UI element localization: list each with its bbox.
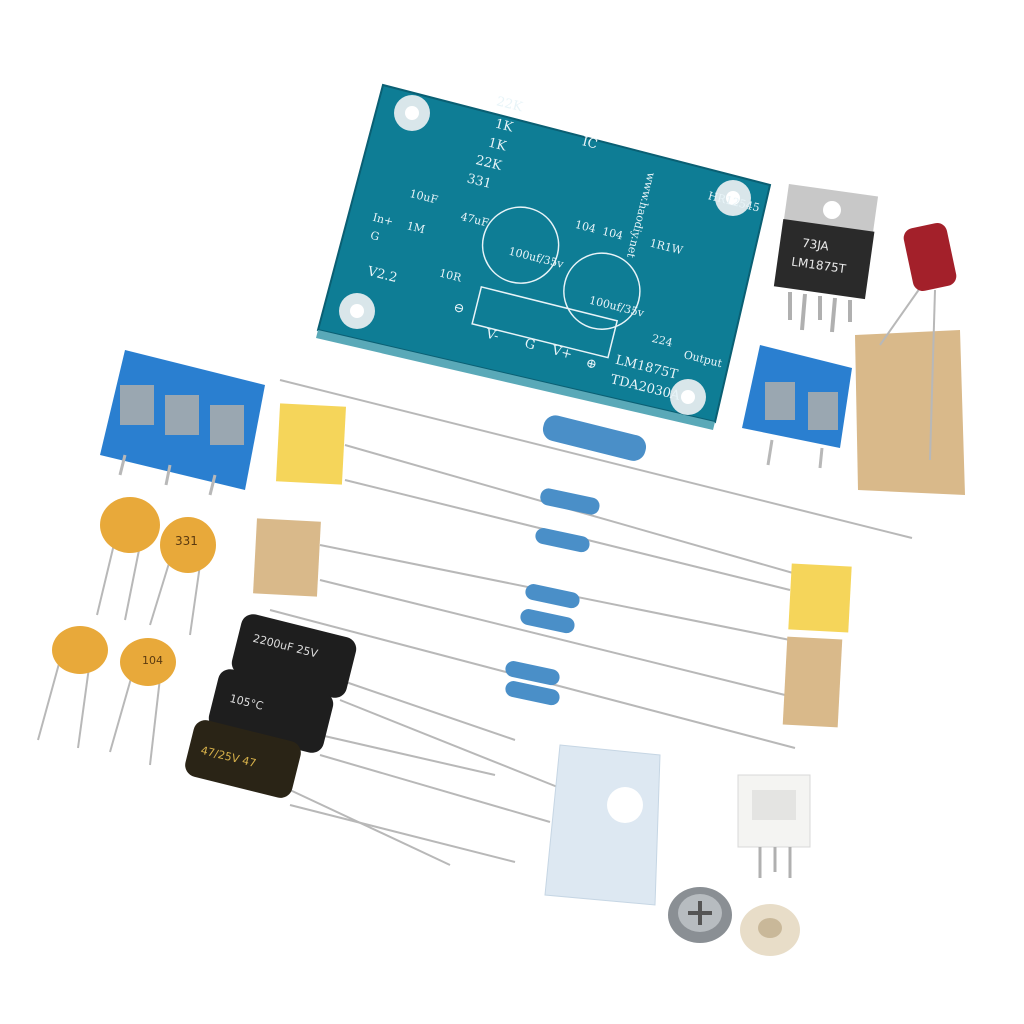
silk-in: In+ (371, 211, 394, 229)
resistor (525, 584, 580, 609)
silk-104a: 104 (574, 218, 598, 236)
silk-224: 224 (650, 332, 674, 350)
silk-r2: 1K (493, 117, 514, 136)
regulator-line1: 73JA (801, 236, 830, 254)
resistor (535, 528, 590, 553)
silk-104b: 104 (601, 225, 625, 243)
silk-1m: 1M (405, 219, 426, 236)
tape-tan (253, 518, 321, 597)
small-red-capacitor (855, 222, 965, 495)
silk-r4: 22K (474, 153, 503, 174)
pcb-board: 22K 1K 1K 22K 331 IC HR12545 1R1W 100uf/… (316, 83, 772, 430)
resistor (505, 681, 560, 706)
jst-connector (737, 774, 811, 878)
silk-r1: 22K (495, 94, 524, 115)
insulating-washer (740, 904, 800, 956)
silk-10r: 10R (438, 267, 463, 285)
silk-version: V2.2 (365, 264, 399, 286)
electrolytic-capacitors: 2200uF 25V 105°C 47/25V 47 (185, 614, 566, 866)
thermal-pad (544, 744, 661, 906)
resistor (520, 609, 575, 634)
ceramic-label-104: 104 (142, 654, 163, 667)
mounting-holes (339, 95, 751, 415)
resistor (540, 488, 600, 515)
tape-tan (782, 636, 843, 728)
silk-vminus: V- (483, 326, 500, 344)
silk-g: G (523, 336, 537, 353)
silk-r5: 331 (465, 171, 493, 192)
screw (668, 887, 732, 943)
lm1875-regulator: 73JA LM1875T (773, 183, 879, 333)
silk-plus: ⊕ (584, 356, 598, 373)
resistor (505, 661, 560, 686)
tape-yellow (276, 403, 346, 485)
terminal-block-2pin (742, 345, 852, 469)
silk-r3: 1K (487, 136, 508, 155)
silk-minus: ⊖ (452, 300, 466, 317)
terminal-block-3pin (100, 350, 265, 496)
resistor-power (542, 415, 647, 461)
silk-ic: IC (581, 134, 599, 152)
ceramic-label-331: 331 (175, 534, 198, 548)
ceramic-capacitors: 331 104 (37, 497, 216, 766)
tape-yellow (788, 563, 852, 633)
resistors (505, 415, 647, 706)
silk-g-in: G (369, 229, 381, 244)
